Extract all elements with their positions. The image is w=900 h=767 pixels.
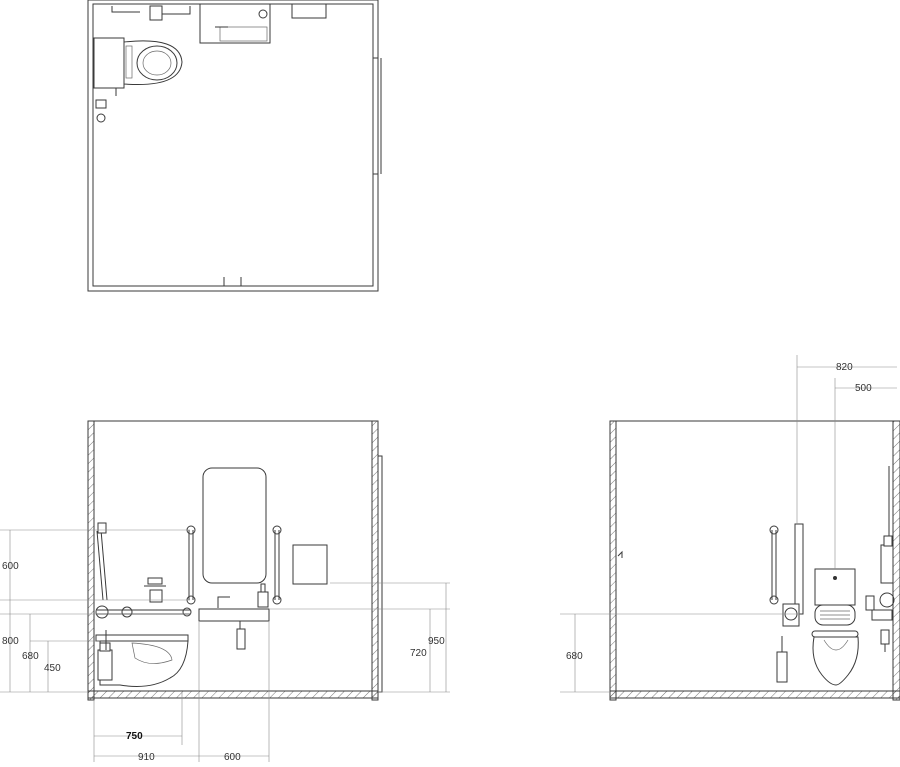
front-paper-holder: [144, 577, 166, 603]
side-toilet: [811, 630, 859, 686]
dim-500: 500: [855, 383, 872, 394]
dim-600-horizontal: 600: [224, 752, 241, 763]
dim-750: 750: [126, 731, 143, 742]
side-left-wall: [609, 420, 617, 701]
plan-fold-rail: [94, 87, 117, 96]
plan-hand-dryer: [291, 3, 327, 19]
side-flush-button: [833, 576, 837, 580]
front-elevation: 600 800 680 450 950 720 750 910 600: [0, 420, 450, 763]
plan-toilet: [93, 37, 183, 89]
plan-basin: [199, 3, 271, 44]
side-dimensions: [560, 355, 897, 693]
front-right-wall: [371, 420, 379, 701]
dim-800: 800: [2, 636, 19, 647]
front-fold-rail: [95, 522, 192, 619]
plan-seat-opening: [142, 50, 172, 76]
side-fold-rail: [782, 523, 804, 627]
dim-680-side: 680: [566, 651, 583, 662]
dim-950: 950: [428, 636, 445, 647]
dim-450: 450: [44, 663, 61, 674]
plan-paper-holder: [149, 5, 163, 21]
front-door-edge: [377, 455, 383, 693]
front-floor: [87, 690, 379, 699]
front-hand-dryer: [292, 544, 328, 585]
side-floor: [609, 690, 900, 699]
side-elevation: 820 500 680: [560, 355, 900, 701]
front-vertical-rail-right: [272, 525, 282, 605]
plan-flush-button: [95, 99, 107, 109]
side-basin-tap: [865, 592, 895, 652]
plan-basin-bowl: [219, 26, 268, 42]
plan-door-opening: [372, 57, 379, 175]
front-vertical-rail-left: [186, 525, 196, 605]
dim-600-vertical: 600: [2, 561, 19, 572]
dim-910: 910: [138, 752, 155, 763]
front-left-wall: [87, 420, 95, 701]
dim-720: 720: [410, 648, 427, 659]
plan-cistern: [93, 37, 125, 89]
dim-820: 820: [836, 362, 853, 373]
dim-680-front: 680: [22, 651, 39, 662]
side-hand-dryer: [880, 466, 894, 584]
plan-hinge: [125, 45, 133, 79]
plan-view: [87, 0, 382, 292]
front-basin: [198, 596, 270, 650]
front-dimensions: [0, 529, 450, 762]
side-toilet-brush: [776, 636, 788, 683]
front-soap-dispenser: [257, 583, 269, 608]
plan-toilet-brush: [96, 113, 106, 123]
side-vertical-rail: [769, 525, 779, 605]
front-mirror: [202, 467, 267, 584]
front-toilet: [95, 630, 189, 687]
side-right-wall: [892, 420, 900, 701]
plan-tap: [258, 9, 268, 19]
side-flush-panel: [814, 568, 856, 606]
side-door-handle: [617, 550, 623, 558]
